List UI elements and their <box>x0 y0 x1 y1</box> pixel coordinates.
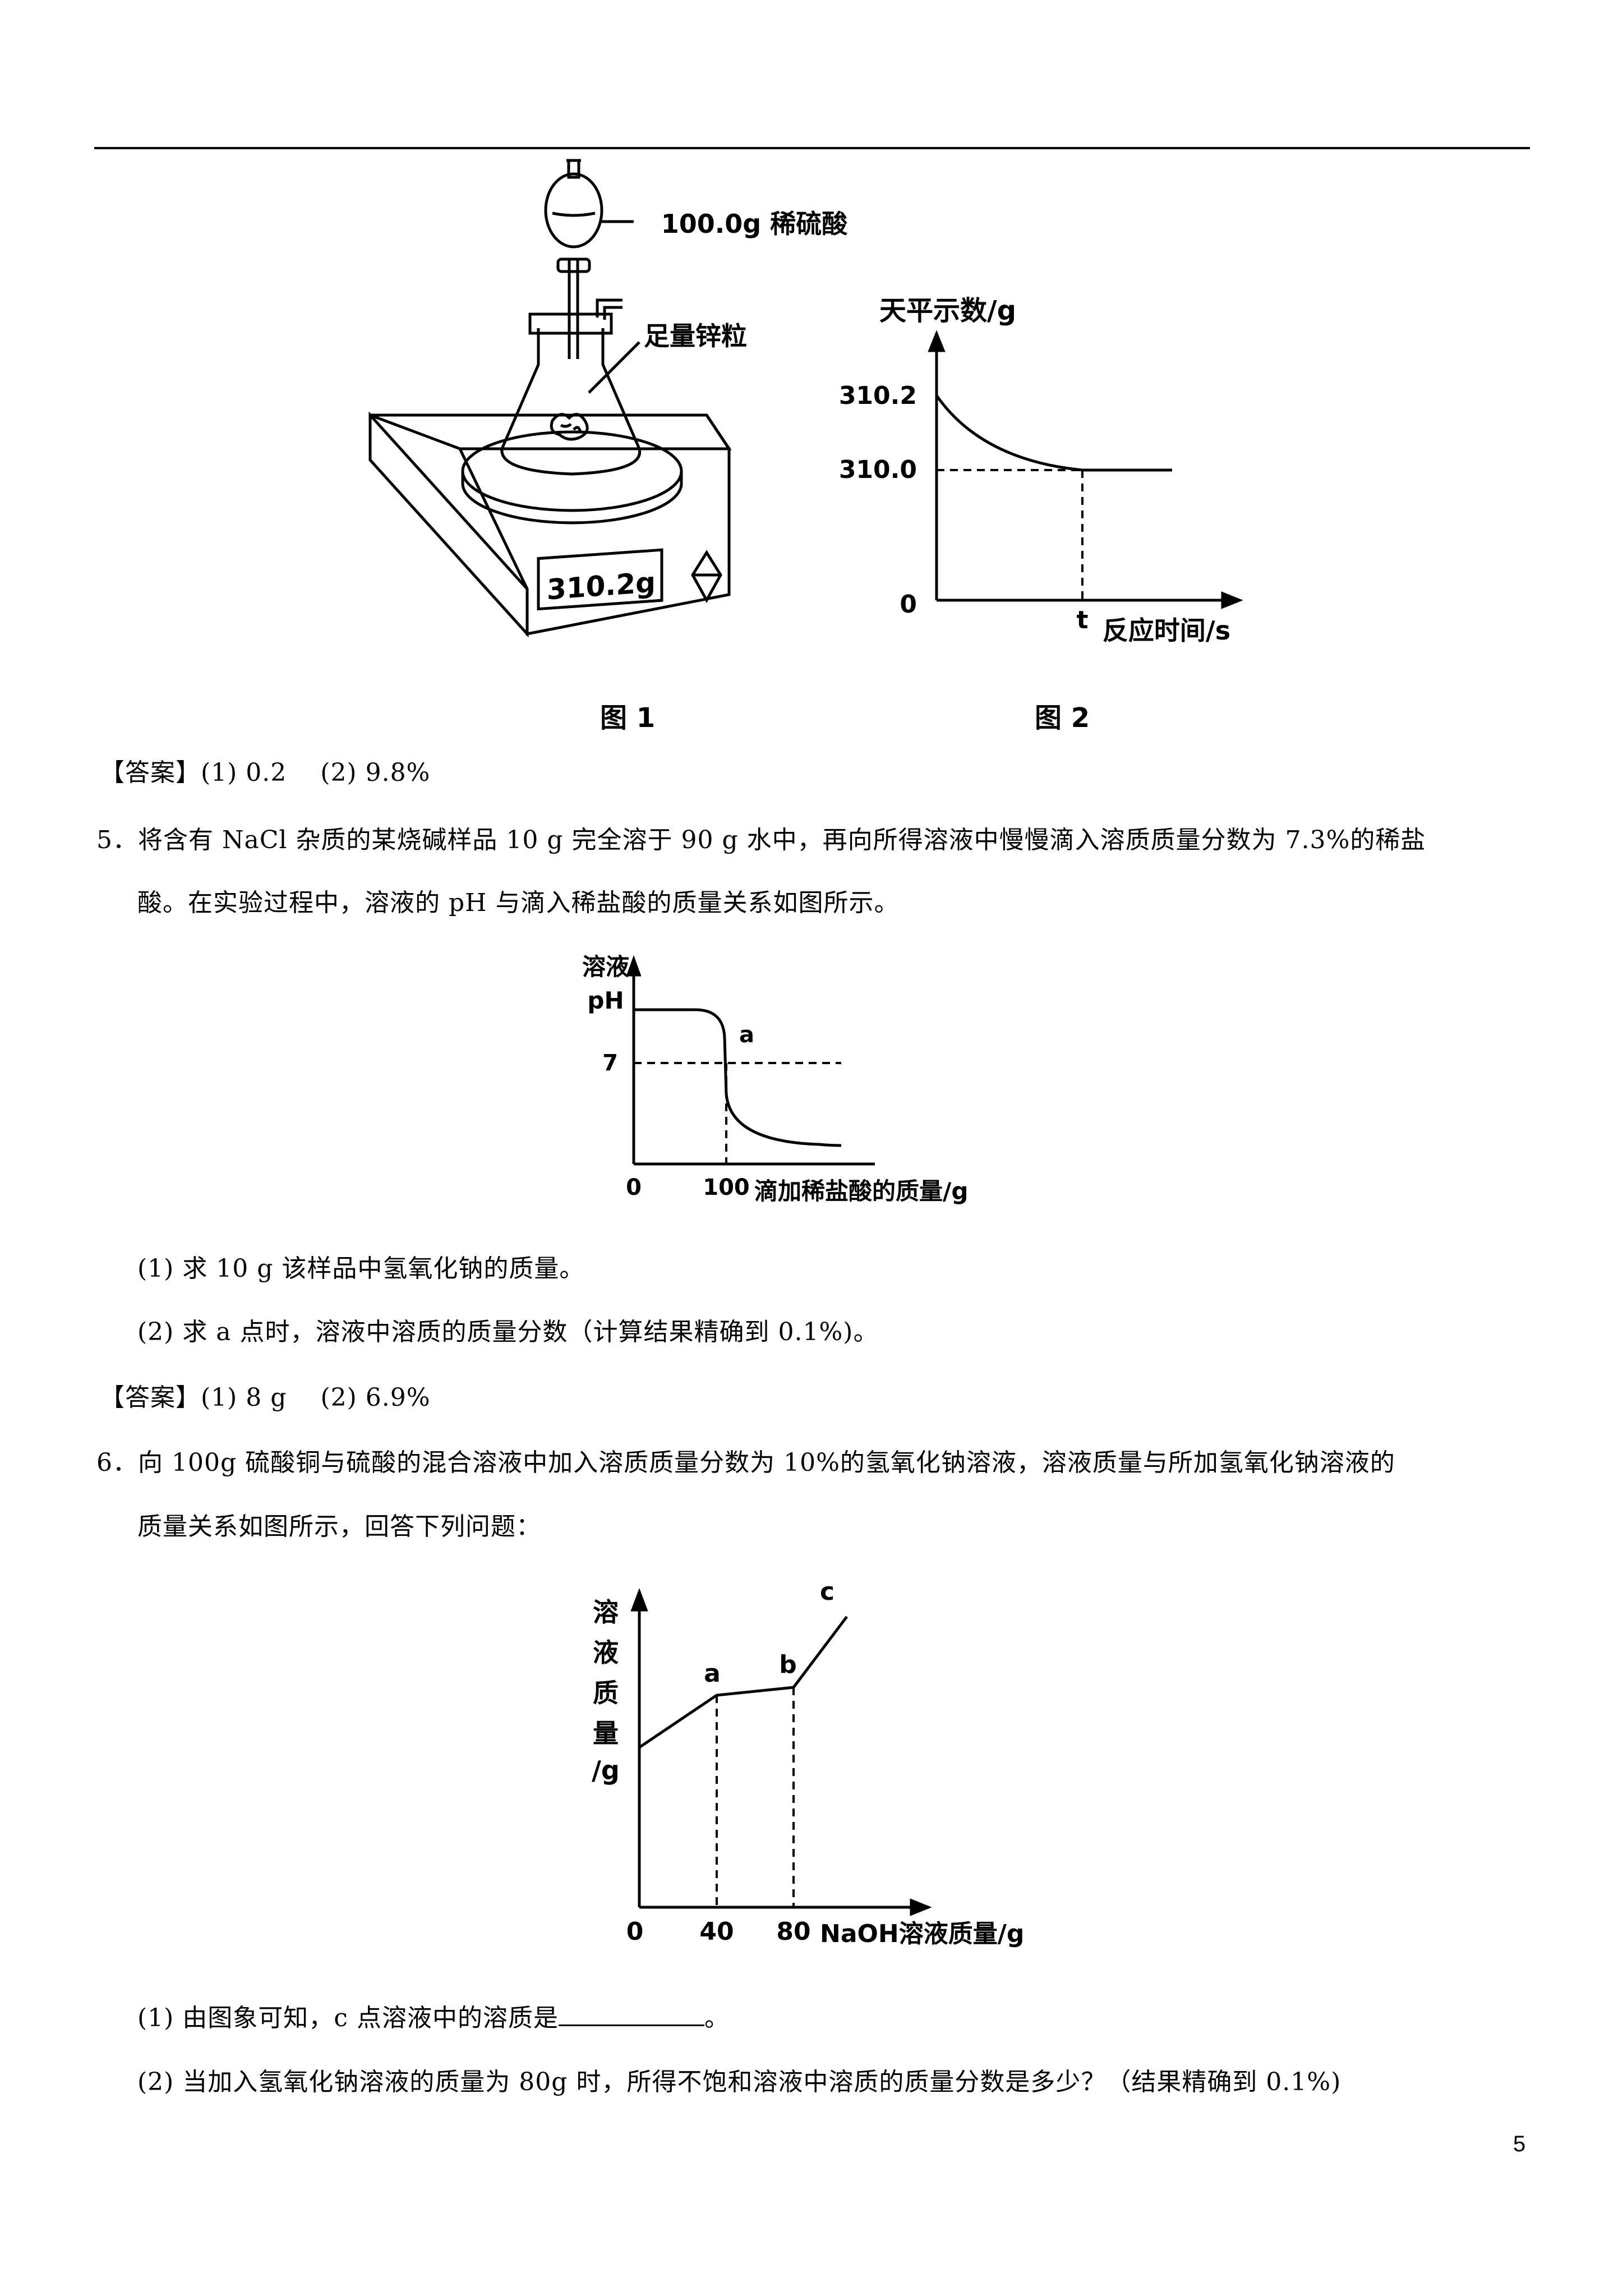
answer-blank[interactable] <box>558 2000 704 2026</box>
point-a-label: a <box>704 1659 721 1688</box>
point-a-label: a <box>739 1022 754 1048</box>
origin-label: 0 <box>626 1917 644 1946</box>
chart-ylabel-2: pH <box>587 987 624 1014</box>
figure2-caption: 图 2 <box>1035 702 1090 734</box>
origin-label: 0 <box>626 1175 642 1200</box>
chart-ylabel-4: /g <box>592 1755 620 1786</box>
mass-curve <box>638 1616 848 1749</box>
chart-ylabel-2: 质 <box>593 1678 619 1708</box>
q6-stem-line2: 质量关系如图所示，回答下列问题： <box>137 1512 541 1541</box>
q6-sub2: (2) 当加入氢氧化钠溶液的质量为 80g 时，所得不饱和溶液中溶质的质量分数是… <box>137 2068 1341 2096</box>
q4-answer: 【答案】(1) 0.2 (2) 9.8% <box>100 758 431 787</box>
figure2-xlabel: 反应时间/s <box>1103 615 1230 646</box>
figure1-apparatus: 100.0g 稀硫酸 足量锌粒 310.2g <box>368 159 848 638</box>
chart-ylabel-1: 液 <box>593 1637 619 1668</box>
q6-sub1-end: 。 <box>704 2004 730 2032</box>
chart-xlabel: NaOH溶液质量/g <box>820 1920 1024 1948</box>
point-b-label: b <box>779 1650 797 1679</box>
y-tick-310-0: 310.0 <box>839 455 917 484</box>
q5-stem-line1: 5．将含有 NaCl 杂质的某烧碱样品 10 g 完全溶于 90 g 水中，再向… <box>96 826 1426 854</box>
y-axis-arrow <box>626 955 642 977</box>
balance-display-value: 310.2g <box>547 566 656 606</box>
point-c-label: c <box>820 1577 834 1606</box>
y-tick-310-2: 310.2 <box>839 381 917 410</box>
header-rule <box>94 147 1530 149</box>
q6-sub1-text: (1) 由图象可知，c 点溶液中的溶质是 <box>137 2004 559 2032</box>
origin-label: 0 <box>900 590 917 619</box>
q5-answer: 【答案】(1) 8 g (2) 6.9% <box>100 1383 431 1412</box>
q5-ph-chart: 溶液 pH a 7 0 100 滴加稀盐酸的质量/g <box>582 953 968 1205</box>
x-tick-40: 40 <box>699 1917 734 1946</box>
x-tick-t: t <box>1076 606 1088 634</box>
q5-stem-line2: 酸。在实验过程中，溶液的 pH 与滴入稀盐酸的质量关系如图所示。 <box>137 889 900 917</box>
q5-sub2: (2) 求 a 点时，溶液中溶质的质量分数（计算结果精确到 0.1%)。 <box>137 1318 879 1346</box>
y-axis-arrow <box>928 330 946 352</box>
balance-curve <box>935 394 1172 472</box>
chart-xlabel: 滴加稀盐酸的质量/g <box>754 1177 968 1205</box>
zinc-label: 足量锌粒 <box>644 321 747 351</box>
figure2-ylabel: 天平示数/g <box>879 295 1016 326</box>
q6-sub1: (1) 由图象可知，c 点溶液中的溶质是 。 <box>137 2000 730 2035</box>
chart-ylabel-1: 溶液 <box>582 953 629 981</box>
y-tick-7: 7 <box>602 1050 618 1076</box>
x-axis-arrow <box>1221 591 1243 609</box>
q6-stem-line1: 6．向 100g 硫酸铜与硫酸的混合溶液中加入溶质质量分数为 10%的氢氧化钠溶… <box>96 1448 1395 1477</box>
q5-sub1: (1) 求 10 g 该样品中氢氧化钠的质量。 <box>137 1254 585 1283</box>
q6-mass-chart: 溶 液 质 量 /g a b c 0 40 80 NaOH溶液质量/g <box>592 1577 1024 1948</box>
funnel-label: 100.0g 稀硫酸 <box>661 209 848 239</box>
page-number: 5 <box>1513 2132 1526 2156</box>
chart-ylabel-0: 溶 <box>593 1597 619 1627</box>
chart-ylabel-3: 量 <box>593 1718 619 1749</box>
ph-curve <box>634 1008 842 1147</box>
x-axis-arrow <box>910 1898 932 1916</box>
figure2-chart: 天平示数/g 310.2 310.0 0 t 反应时间/s <box>839 295 1243 646</box>
x-tick-80: 80 <box>776 1917 810 1946</box>
figure1-caption: 图 1 <box>600 702 656 734</box>
x-tick-100: 100 <box>703 1175 750 1200</box>
y-axis-arrow <box>630 1588 648 1612</box>
